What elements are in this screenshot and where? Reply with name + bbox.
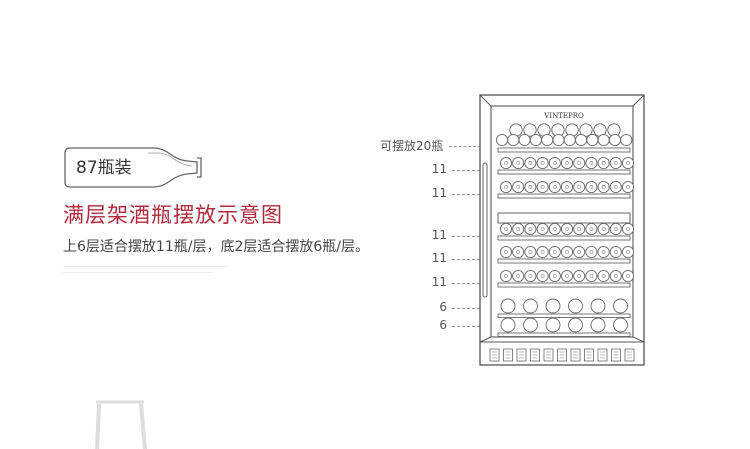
shelf-count-label: 11 [431,251,447,265]
divider-panel [497,212,631,224]
vent-grille [489,348,635,362]
shelf-description: 上6层适合摆放11瓶/层，底2层适合摆放6瓶/层。 [63,239,369,255]
leader-line [452,326,505,327]
brand-logo: VINTEPRO [543,112,584,120]
leader-line [452,194,505,195]
leader-line [452,170,505,171]
page-title: 满层架酒瓶摆放示意图 [63,203,283,227]
shelf-6-bottles [497,298,631,318]
wine-shelves [495,123,635,337]
top-shelf-capacity-label: 可摆放20瓶 [380,139,444,153]
door-handle [482,162,488,298]
shelf-11-bottles [497,222,635,241]
shelf-count-label: 11 [431,186,447,200]
fridge-door-frame [490,105,634,338]
divider [63,272,213,273]
shelf-count-label: 11 [431,228,447,242]
bottle-capacity-badge: 87瓶装 [76,158,132,178]
shelf-count-label: 6 [439,318,447,332]
shelf-11-bottles [497,180,635,199]
leader-line [449,146,505,147]
wine-fridge-diagram: VINTEPRO [479,94,645,366]
shelf-6-bottles [497,317,631,337]
shelf-count-label: 11 [431,275,447,289]
leader-line [452,259,505,260]
shelf-11-bottles [497,245,635,264]
leader-line [452,308,505,309]
shelf-count-label: 11 [431,162,447,176]
shelf-count-label: 6 [439,300,447,314]
divider [63,266,228,267]
shelf-top [495,123,633,153]
stool-icon [95,400,147,449]
leader-line [452,236,505,237]
shelf-11-bottles [497,269,635,288]
leader-line [452,283,505,284]
wine-bottle-outline-icon [64,147,202,188]
shelf-11-bottles [497,156,635,175]
